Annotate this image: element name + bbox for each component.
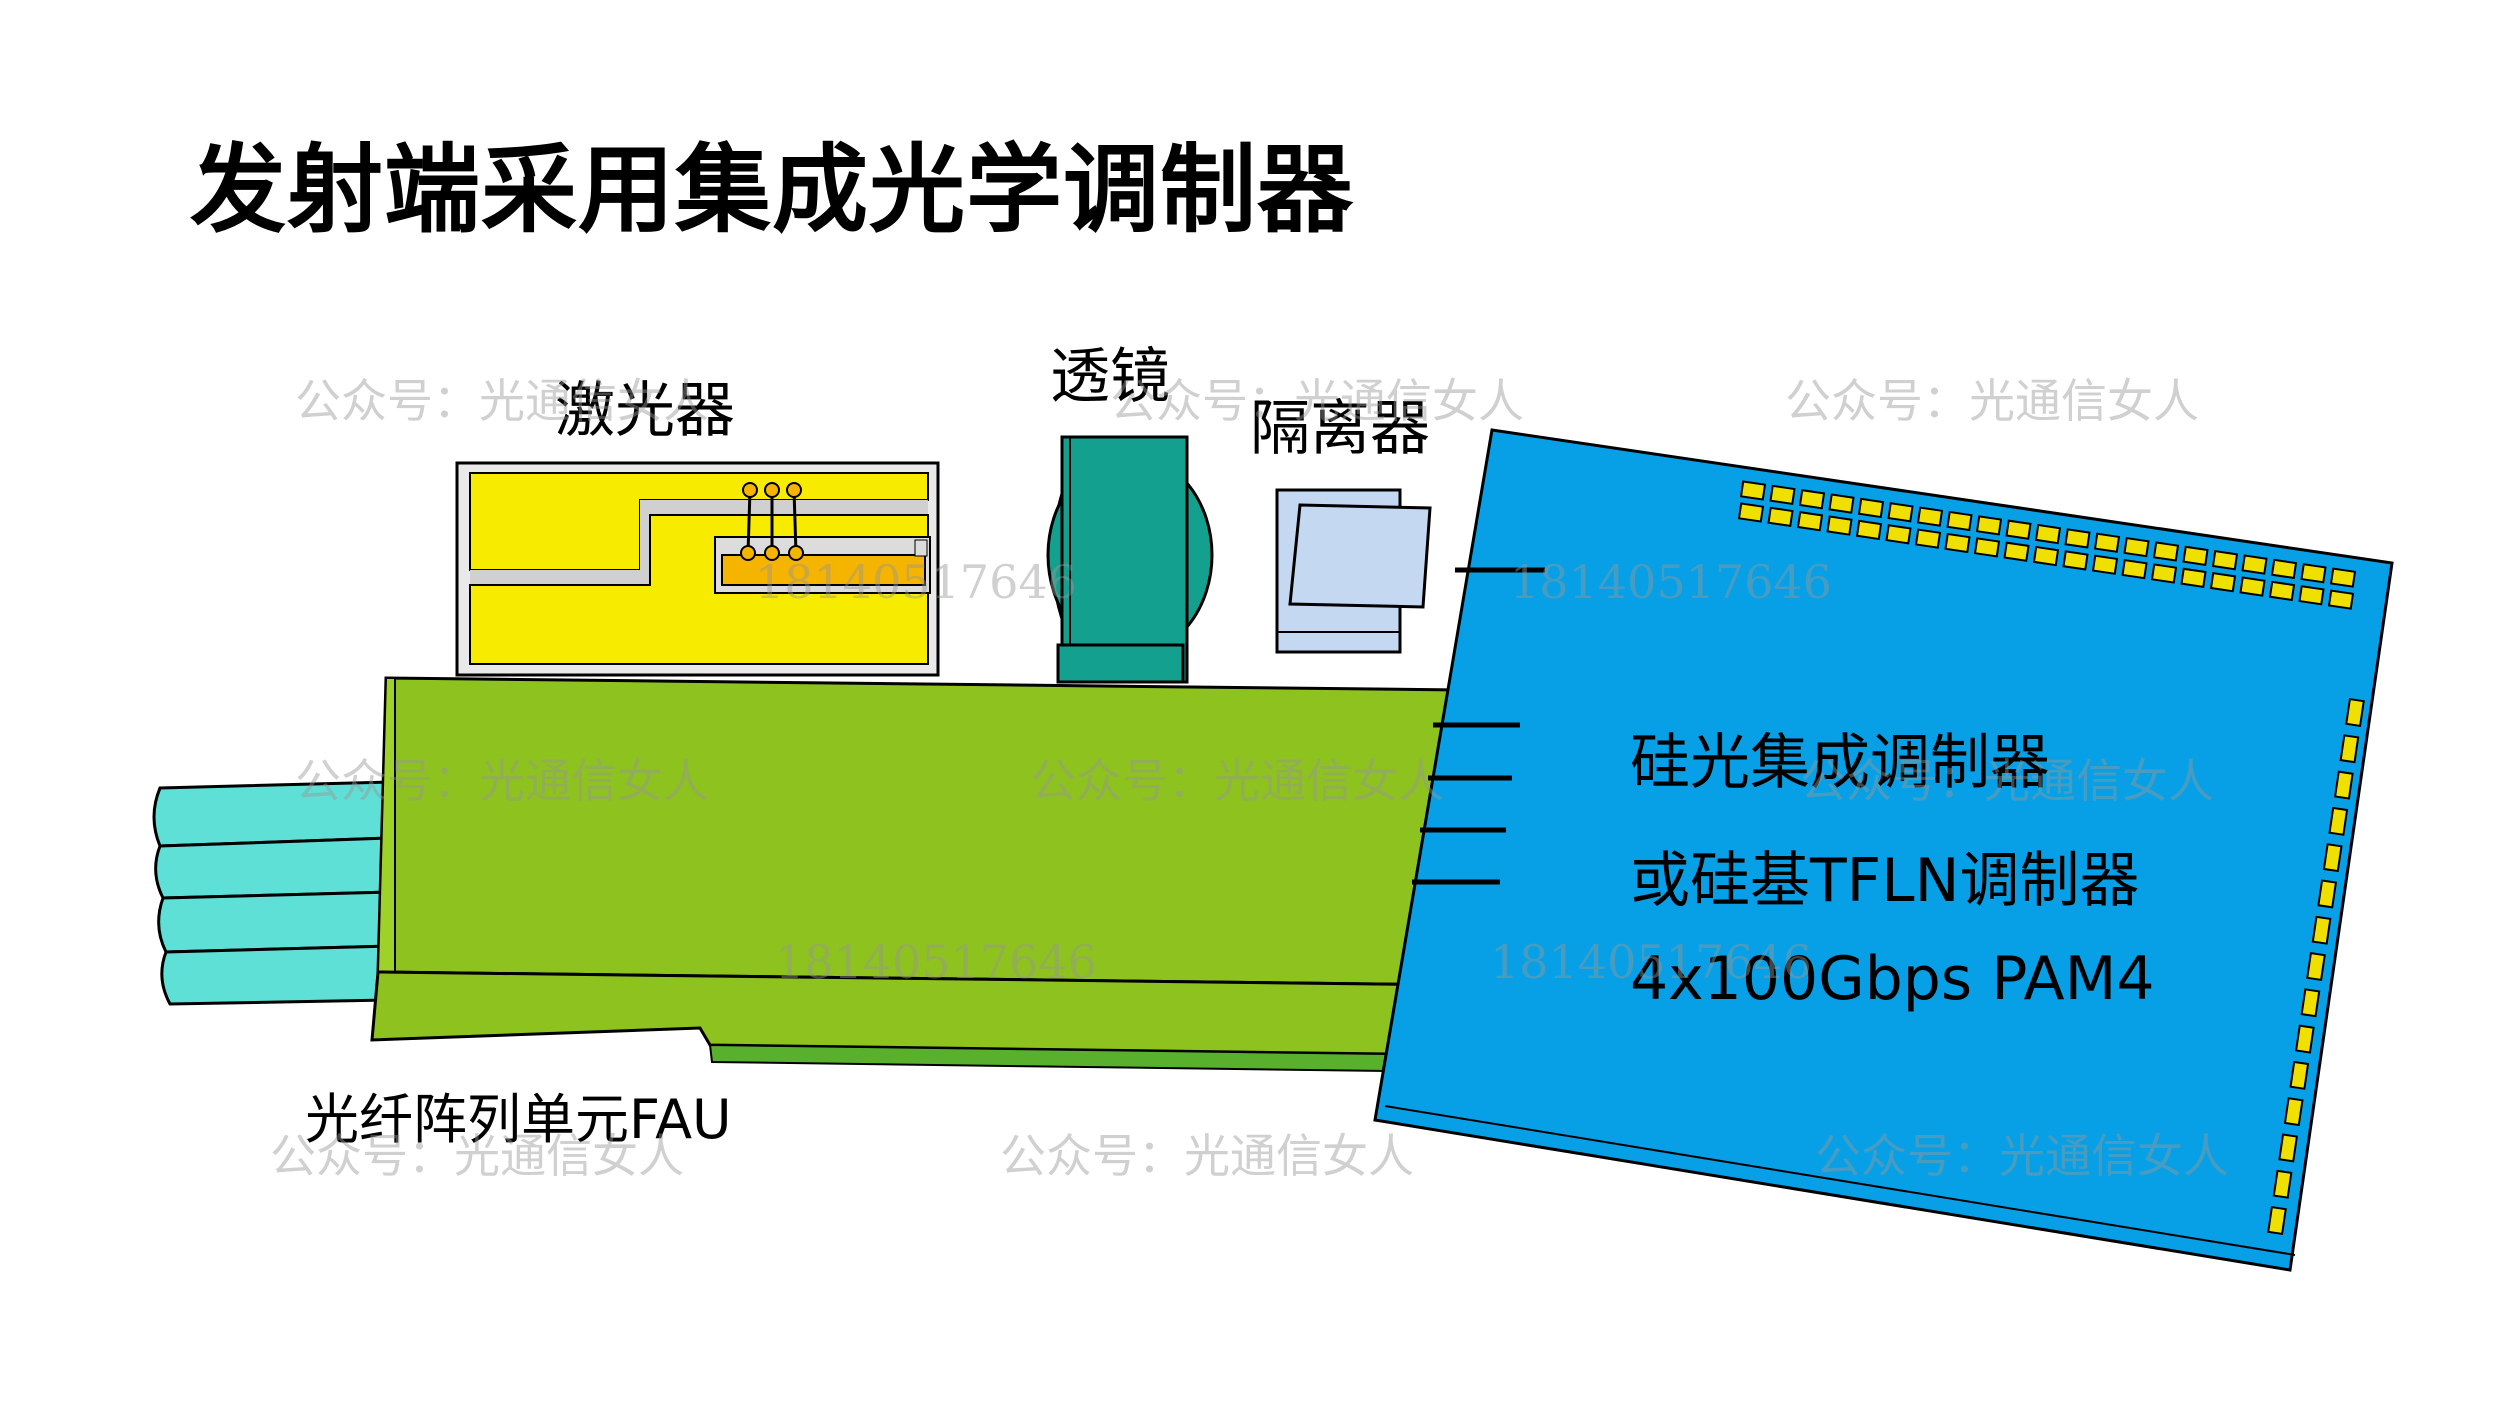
- page-title: 发射端采用集成光学调制器: [190, 134, 1354, 246]
- fiber-ribbon: [152, 780, 392, 1006]
- bond-pad: [2123, 536, 2150, 558]
- bond-pad: [1916, 506, 1944, 527]
- bond-pad: [1769, 484, 1796, 506]
- modulator-chip: [1373, 428, 2394, 1272]
- bond-pad: [1914, 528, 1942, 549]
- bond-pad: [2345, 697, 2365, 728]
- bond-pad: [2317, 879, 2338, 909]
- bond-pad: [2322, 843, 2343, 873]
- bond-pad: [2278, 1133, 2299, 1163]
- wire-bonds: [740, 482, 804, 561]
- bond-pad: [2093, 532, 2121, 553]
- bond-pad: [1944, 532, 1971, 554]
- bond-pad: [2241, 554, 2268, 575]
- fau-label: 光纤阵列单元FAU: [305, 1088, 732, 1151]
- bond-pad: [2283, 1097, 2304, 1127]
- bond-pad: [2333, 770, 2354, 800]
- bond-pad: [2329, 567, 2357, 588]
- bond-pad: [1946, 510, 1973, 532]
- bond-pad: [2298, 585, 2325, 606]
- fau-block: [370, 676, 1462, 1074]
- bond-pad: [2311, 915, 2332, 945]
- bond-pad: [2270, 558, 2298, 580]
- bond-pad: [2121, 558, 2148, 580]
- chip-line-2: 或硅基TFLN调制器: [1630, 846, 2140, 916]
- bond-pad: [2091, 554, 2119, 575]
- bond-pad-array: [1737, 480, 2365, 1236]
- bond-pad: [1885, 524, 1912, 545]
- bond-pad: [2182, 545, 2209, 567]
- bond-pad: [2239, 576, 2266, 597]
- bond-pad: [1975, 515, 2003, 536]
- bond-pad: [2339, 734, 2360, 764]
- chip-line-1: 硅光集成调制器: [1630, 728, 2050, 798]
- bond-pad: [2300, 563, 2327, 584]
- bond-pad: [1767, 506, 1794, 528]
- bond-pad: [2152, 541, 2180, 562]
- bond-pad: [1826, 515, 1853, 536]
- bond-pad: [2209, 572, 2237, 593]
- chip-line-3: 4x100Gbps PAM4: [1630, 944, 2155, 1014]
- bond-pad: [2306, 951, 2326, 982]
- bond-pad: [2211, 550, 2239, 571]
- bond-pad: [1737, 502, 1765, 523]
- laser-label: 激光器: [555, 376, 735, 446]
- bond-pad: [2300, 988, 2321, 1018]
- bond-pad: [1973, 537, 2001, 558]
- bond-pad: [2268, 580, 2296, 602]
- bond-pad: [2003, 541, 2030, 562]
- bond-pad: [2150, 563, 2178, 584]
- bond-pad: [2328, 806, 2349, 836]
- bond-pad: [2064, 528, 2091, 549]
- chip-leads: [1412, 567, 1545, 885]
- bond-pad: [2034, 523, 2062, 545]
- lens-label: 透镜: [1050, 342, 1170, 412]
- isolator: [1275, 488, 1432, 654]
- bond-pad: [1887, 502, 1914, 523]
- bond-pad: [2267, 1205, 2287, 1236]
- bond-pad: [2032, 545, 2060, 567]
- bond-pad: [2180, 567, 2207, 589]
- bond-pad: [2327, 589, 2355, 610]
- bond-pad: [1857, 497, 1885, 519]
- lens: [1046, 435, 1214, 684]
- bond-pad: [2294, 1024, 2315, 1054]
- bond-pad: [2062, 550, 2089, 571]
- bond-pad: [1855, 519, 1883, 541]
- bond-pad: [1798, 489, 1826, 510]
- bond-pad: [1796, 511, 1824, 532]
- bond-pad: [1739, 480, 1767, 501]
- bond-pad: [2272, 1169, 2293, 1199]
- bond-pad: [2005, 519, 2032, 540]
- bond-pad: [1828, 493, 1855, 514]
- isolator-label: 隔离器: [1250, 394, 1430, 464]
- bond-pad: [2289, 1060, 2310, 1090]
